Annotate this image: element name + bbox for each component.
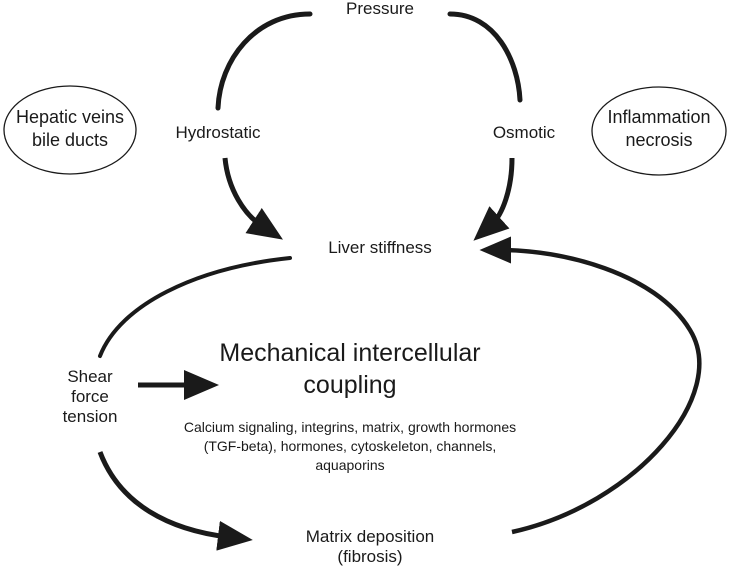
hepatic-veins-label: Hepatic veins bile ducts <box>15 107 125 150</box>
liver-stiffness-label: Liver stiffness <box>328 238 432 257</box>
hydrostatic-to-liver-arrow <box>222 157 283 240</box>
inflammation-label: Inflammation necrosis <box>607 107 711 150</box>
liver-to-shear-arc <box>98 256 292 358</box>
pressure-label: Pressure <box>345 0 415 18</box>
matrix-deposition-label: Matrix deposition (fibrosis) <box>305 527 435 566</box>
hepatic-veins-ellipse <box>3 85 137 175</box>
coupling-details: Calcium signaling, integrins, matrix, gr… <box>183 419 517 473</box>
shear-to-matrix-arrow <box>97 451 253 551</box>
pressure-right-arc <box>447 11 523 103</box>
inflammation-ellipse <box>591 86 727 176</box>
hydrostatic-label: Hydrostatic <box>175 123 261 142</box>
osmotic-to-liver-arrow <box>473 157 515 241</box>
matrix-to-liver-arrow <box>479 236 702 535</box>
coupling-title: Mechanical intercellular coupling <box>219 339 481 399</box>
shear-force-label: Shear force tension <box>62 367 118 426</box>
osmotic-label: Osmotic <box>492 123 556 142</box>
pressure-left-arc <box>215 11 313 111</box>
